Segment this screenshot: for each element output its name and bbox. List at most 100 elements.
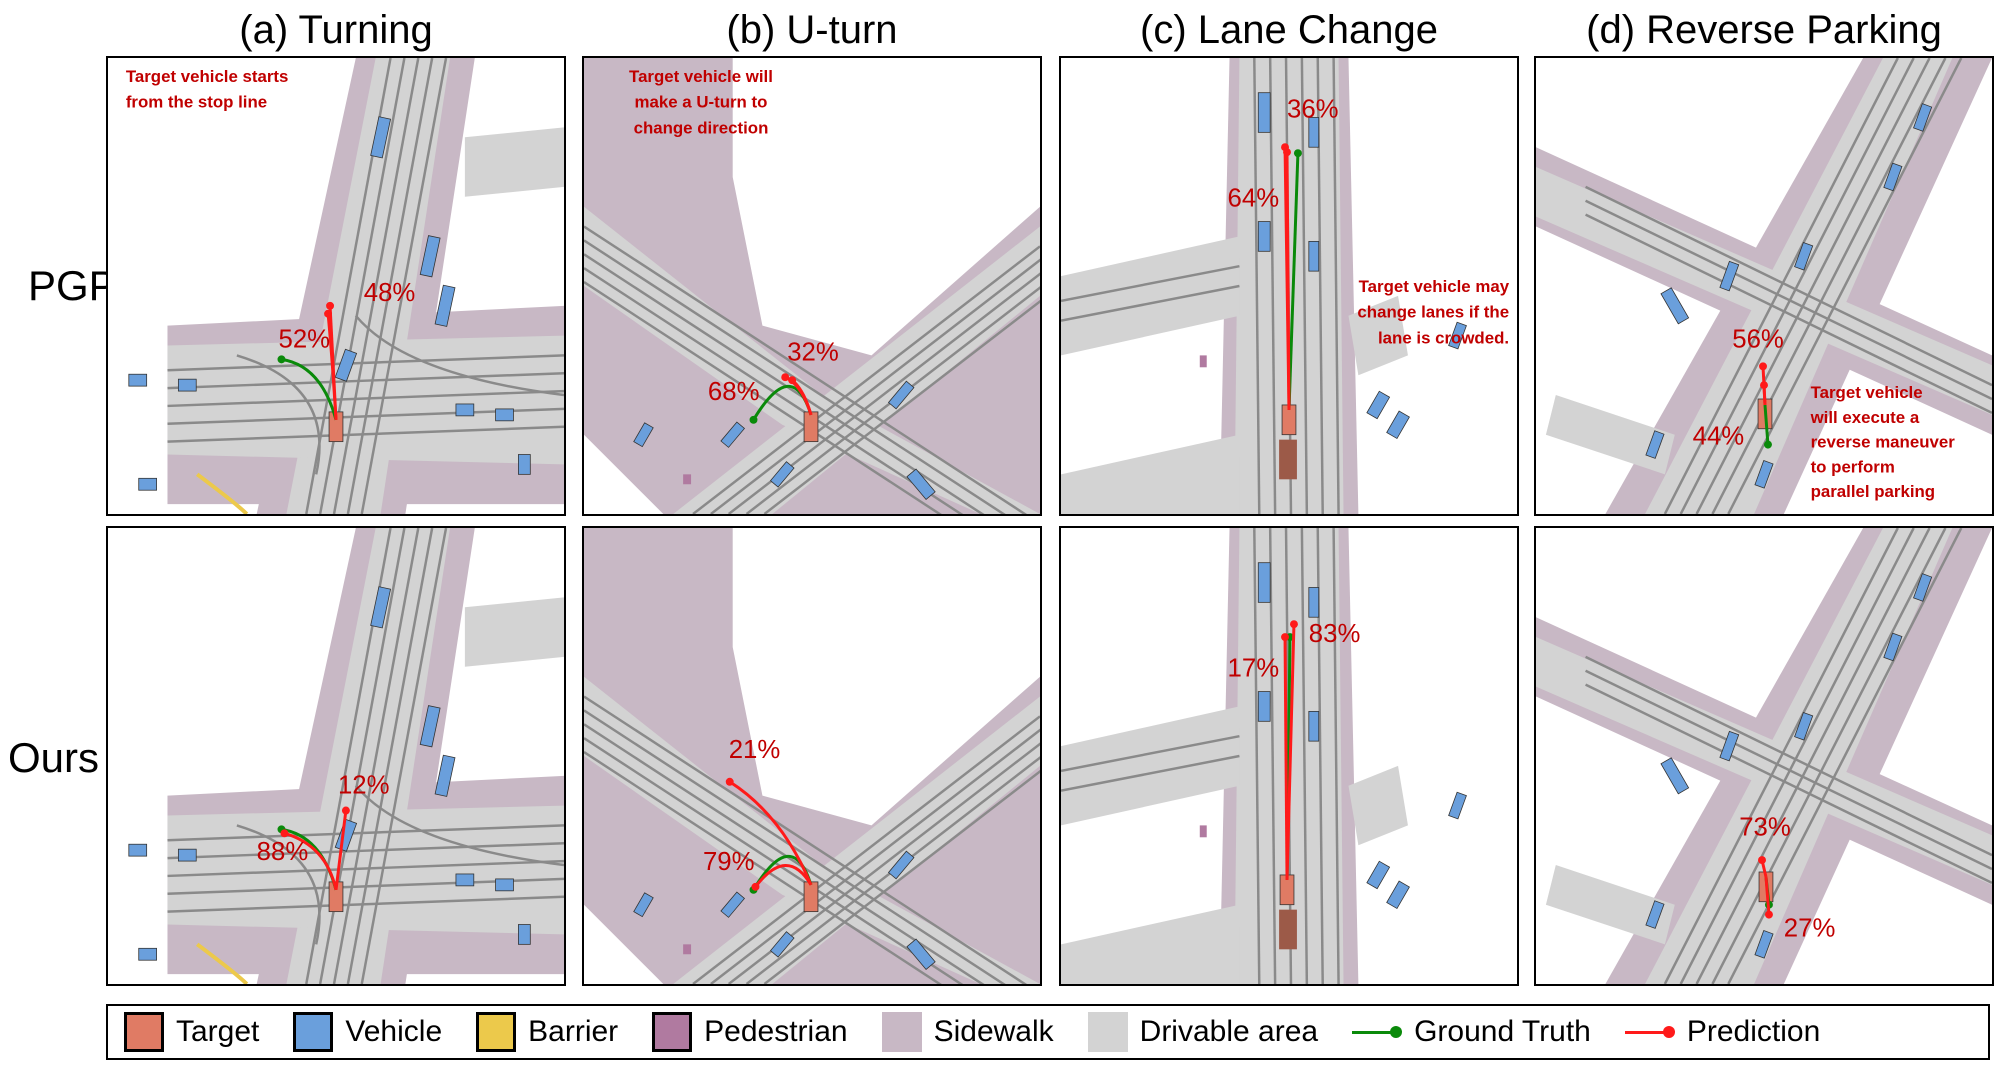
drivable-area xyxy=(167,335,564,465)
prediction-trajectory xyxy=(334,810,348,891)
lane-line xyxy=(167,354,564,372)
vehicle xyxy=(769,931,795,958)
vehicle xyxy=(1883,632,1903,662)
drivable-area xyxy=(1536,167,1992,415)
ground-truth-trajectory xyxy=(281,357,338,421)
barrier xyxy=(196,472,249,514)
vehicle xyxy=(1386,880,1410,910)
legend-label: Drivable area xyxy=(1139,1015,1319,1048)
lane-line xyxy=(1663,58,1899,514)
legend-label: Barrier xyxy=(528,1015,619,1048)
row-label-pgp: PGP xyxy=(28,262,117,309)
target-vehicle xyxy=(803,411,819,443)
lane-line xyxy=(332,528,420,984)
row-label-ours: Ours xyxy=(8,734,100,781)
vehicle xyxy=(138,947,157,961)
lane-line xyxy=(346,528,434,984)
drivable-area-swatch xyxy=(1087,1012,1128,1052)
prediction-probability-label: 88% xyxy=(257,838,309,866)
prediction-probability-label: 56% xyxy=(1732,325,1784,353)
lane-line xyxy=(692,245,1040,514)
legend-item-prediction: Prediction xyxy=(1624,1015,1820,1049)
vehicle xyxy=(1308,240,1320,272)
vehicle xyxy=(906,938,936,971)
prediction-probability-label: 12% xyxy=(338,772,390,800)
vehicle xyxy=(1794,241,1814,271)
pedestrian xyxy=(1199,825,1207,838)
lane-line xyxy=(692,715,1040,984)
scenario-annotation: will execute a xyxy=(1810,408,1920,427)
legend-label: Ground Truth xyxy=(1414,1015,1591,1048)
lane-line xyxy=(584,225,1028,514)
vehicle xyxy=(1719,730,1740,762)
column-title-turning: (a) Turning xyxy=(239,8,433,52)
vehicle xyxy=(1308,587,1320,618)
trailing-vehicle xyxy=(1279,439,1297,480)
prediction-trajectory xyxy=(1285,624,1296,880)
vehicle xyxy=(633,892,654,918)
prediction-endpoint xyxy=(1289,620,1298,629)
prediction-endpoint xyxy=(725,777,734,786)
panel-ours-reverse-parking: 73%27% xyxy=(1534,526,1994,986)
prediction-trajectory xyxy=(284,831,338,891)
ground-truth-trajectory xyxy=(1763,404,1770,445)
prediction-endpoint xyxy=(1760,381,1768,390)
panel-ours-uturn: 21%79% xyxy=(582,526,1042,986)
vehicle xyxy=(1257,691,1271,722)
drivable-area xyxy=(1348,295,1408,376)
ground-truth-endpoint xyxy=(1764,440,1772,449)
legend-item-target: Target xyxy=(124,1012,259,1052)
vehicle xyxy=(1448,791,1467,820)
prediction-probability-label: 36% xyxy=(1287,95,1339,123)
lane-line xyxy=(346,58,434,514)
vehicle xyxy=(1366,390,1391,420)
vehicle xyxy=(1308,117,1320,148)
vehicle xyxy=(1754,930,1774,959)
prediction-trajectory xyxy=(754,864,813,888)
lane-line xyxy=(236,824,321,945)
lane-line xyxy=(167,859,564,878)
prediction-probability-label: 64% xyxy=(1228,185,1280,213)
prediction-endpoint xyxy=(1759,362,1767,371)
lane-line xyxy=(745,756,1040,984)
legend-label: Pedestrian xyxy=(704,1015,848,1048)
vehicle xyxy=(1645,430,1665,459)
lane-line xyxy=(1061,734,1240,773)
lane-line xyxy=(710,258,1040,514)
lane-line xyxy=(1711,58,1947,514)
scenario-annotation: reverse maneuver xyxy=(1811,433,1956,452)
scenario-annotation: Target vehicle xyxy=(1811,383,1923,402)
drivable-area xyxy=(1061,904,1240,984)
lane-line xyxy=(1253,528,1261,984)
vehicle xyxy=(334,348,358,382)
vehicle xyxy=(370,116,392,159)
drivable-area xyxy=(1061,706,1240,826)
column-title-reverse-parking: (d) Reverse Parking xyxy=(1586,8,1942,52)
scenario-annotation: make a U-turn to xyxy=(635,93,768,112)
lane-line xyxy=(584,695,1028,984)
drivable-area xyxy=(464,597,564,667)
vehicle xyxy=(633,422,654,448)
lane-line xyxy=(1300,58,1309,514)
prediction-probability-label: 83% xyxy=(1309,620,1361,648)
vehicle xyxy=(518,454,531,475)
legend: Target Vehicle Barrier Pedestrian Sidewa… xyxy=(106,1004,1990,1060)
scenario-annotation: parallel parking xyxy=(1811,482,1936,501)
lane-line xyxy=(1585,683,1992,885)
lane-line xyxy=(354,314,564,397)
lane-line xyxy=(1061,754,1240,792)
lane-line xyxy=(763,299,1040,514)
prediction-probability-label: 68% xyxy=(708,378,760,406)
lane-line xyxy=(1679,58,1915,514)
vehicle xyxy=(1386,410,1410,440)
vehicle xyxy=(138,477,157,491)
prediction-endpoint xyxy=(1283,148,1291,157)
prediction-endpoint xyxy=(1764,910,1773,919)
prediction-trajectory xyxy=(1285,152,1291,410)
vehicle xyxy=(128,843,148,857)
vehicle xyxy=(1913,103,1933,132)
legend-label: Sidewalk xyxy=(933,1015,1054,1048)
legend-item-ground-truth: Ground Truth xyxy=(1352,1015,1591,1049)
